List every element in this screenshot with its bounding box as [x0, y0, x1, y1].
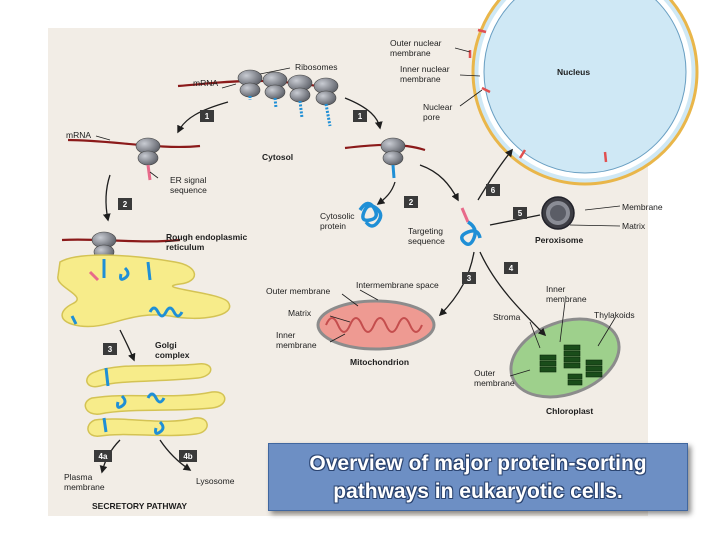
label-membrane-peroxisome: Membrane: [622, 202, 663, 212]
label-outer-membrane-chloro: Outer membrane: [474, 368, 515, 388]
step-box-2b: [404, 196, 418, 208]
label-outer-membrane-mito: Outer membrane: [266, 286, 331, 296]
label-plasma-membrane: Plasma membrane: [64, 472, 105, 492]
label-nuclear-pore: Nuclear pore: [423, 102, 455, 122]
label-thylakoids: Thylakoids: [594, 310, 635, 320]
step-1b: 1: [358, 112, 363, 121]
polysome: [177, 69, 339, 127]
step-1a: 1: [205, 112, 210, 121]
nucleus: [468, 0, 699, 186]
label-rough-er: Rough endoplasmic reticulum: [166, 232, 250, 252]
step-3b: 3: [467, 274, 472, 283]
caption-line-2: pathways in eukaryotic cells.: [333, 480, 623, 503]
step-2a: 2: [123, 200, 128, 209]
cytosolic-protein: [358, 201, 383, 228]
label-stroma: Stroma: [493, 312, 521, 322]
label-mrna-top: mRNA: [193, 78, 218, 88]
step-4a: 4a: [99, 452, 108, 461]
label-ribosomes: Ribosomes: [295, 62, 338, 72]
label-peroxisome: Peroxisome: [535, 235, 583, 245]
label-intermembrane-space: Intermembrane space: [356, 280, 439, 290]
label-inner-nuclear-membrane: Inner nuclear membrane: [400, 64, 452, 84]
ribosome-cytosol: [344, 137, 426, 179]
label-cytosolic-protein: Cytosolic protein: [320, 211, 357, 231]
step-box-4a: [94, 450, 112, 462]
mitochondrion: [316, 299, 436, 351]
label-matrix-peroxisome: Matrix: [622, 221, 646, 231]
step-box-4b: [179, 450, 197, 462]
label-targeting-sequence: Targeting sequence: [408, 226, 445, 246]
label-mitochondrion: Mitochondrion: [350, 357, 409, 367]
label-cytosol: Cytosol: [262, 152, 293, 162]
step-box-3b: [462, 272, 476, 284]
step-box-1a: [200, 110, 214, 122]
caption-box: Overview of major protein-sorting pathwa…: [268, 443, 688, 511]
arrows: [99, 97, 547, 474]
step-4b: 4b: [183, 452, 192, 461]
label-chloroplast: Chloroplast: [546, 406, 593, 416]
step-4: 4: [509, 264, 514, 273]
label-golgi-complex: Golgi complex: [155, 340, 190, 360]
label-nucleus: Nucleus: [557, 67, 590, 77]
rough-er: [57, 231, 231, 328]
step-box-6: [486, 184, 500, 196]
peroxisome: [541, 196, 575, 230]
leader-lines: [95, 47, 621, 377]
step-box-4: [504, 262, 518, 274]
label-mrna-left: mRNA: [66, 130, 91, 140]
step-6: 6: [491, 186, 496, 195]
targeted-protein: [460, 207, 482, 246]
caption-line-1: Overview of major protein-sorting: [309, 452, 647, 475]
step-box-1b: [353, 110, 367, 122]
label-inner-membrane-mito: Inner membrane: [276, 330, 317, 350]
label-outer-nuclear-membrane: Outer nuclear membrane: [390, 38, 444, 58]
step-3a: 3: [108, 345, 113, 354]
step-5: 5: [518, 209, 523, 218]
step-box-5: [513, 207, 527, 219]
label-er-signal-sequence: ER signal sequence: [170, 175, 209, 195]
golgi-proteins: [102, 367, 166, 435]
label-lysosome: Lysosome: [196, 476, 235, 486]
chloroplast: [509, 317, 621, 399]
label-inner-membrane-chloro: Inner membrane: [546, 284, 587, 304]
ribosome-er-signal: [67, 137, 201, 181]
label-matrix-mito: Matrix: [288, 308, 312, 318]
step-2b: 2: [409, 198, 414, 207]
step-box-3a: [103, 343, 117, 355]
step-box-2a: [118, 198, 132, 210]
label-secretory-pathway: SECRETORY PATHWAY: [92, 501, 187, 511]
